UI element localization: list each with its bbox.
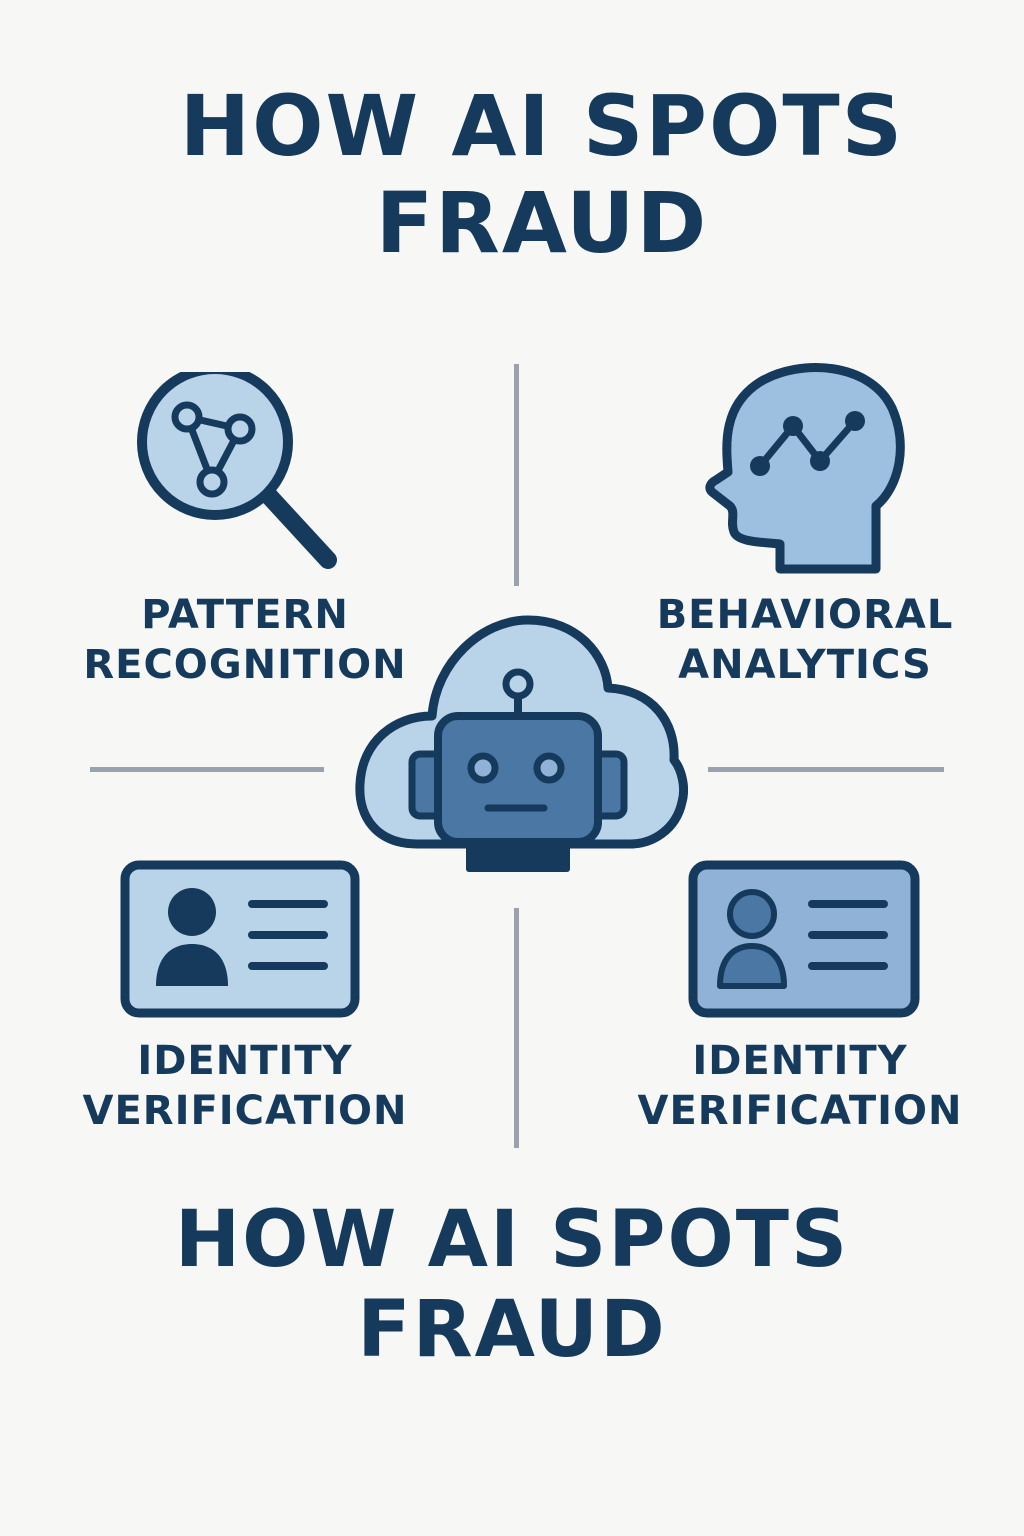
label-behavioral-analytics: BEHAVIORAL ANALYTICS <box>620 590 990 690</box>
label-analytics: ANALYTICS <box>678 642 932 688</box>
label-verification-left: VERIFICATION <box>82 1088 408 1134</box>
id-card-icon <box>688 860 920 1018</box>
label-identity-verification-right: IDENTITY VERIFICATION <box>620 1036 980 1136</box>
label-recognition: RECOGNITION <box>83 642 407 688</box>
label-identity-verification-left: IDENTITY VERIFICATION <box>70 1036 420 1136</box>
divider-top-vertical <box>514 364 519 586</box>
label-identity-left: IDENTITY <box>137 1038 353 1084</box>
label-pattern: PATTERN <box>141 592 349 638</box>
label-behavioral: BEHAVIORAL <box>656 592 954 638</box>
head-analytics-icon <box>700 356 910 576</box>
divider-left-horizontal <box>90 767 324 772</box>
divider-right-horizontal <box>708 767 944 772</box>
label-pattern-recognition: PATTERN RECOGNITION <box>70 590 420 690</box>
title-bottom-line-1: HOW AI SPOTS <box>174 1195 850 1285</box>
title-top-line-2: FRAUD <box>375 173 709 272</box>
title-bottom-line-2: FRAUD <box>357 1284 667 1375</box>
page-title-bottom: HOW AI SPOTS FRAUD <box>0 1195 1024 1375</box>
page-title-top: HOW AI SPOTS FRAUD <box>0 78 1024 271</box>
label-identity-right: IDENTITY <box>692 1038 908 1084</box>
title-top-line-1: HOW AI SPOTS <box>179 77 905 175</box>
cloud-robot-icon <box>352 612 689 874</box>
magnifier-network-icon <box>130 364 345 577</box>
divider-bottom-vertical <box>514 908 519 1148</box>
id-card-icon <box>120 860 360 1018</box>
label-verification-right: VERIFICATION <box>637 1088 963 1134</box>
